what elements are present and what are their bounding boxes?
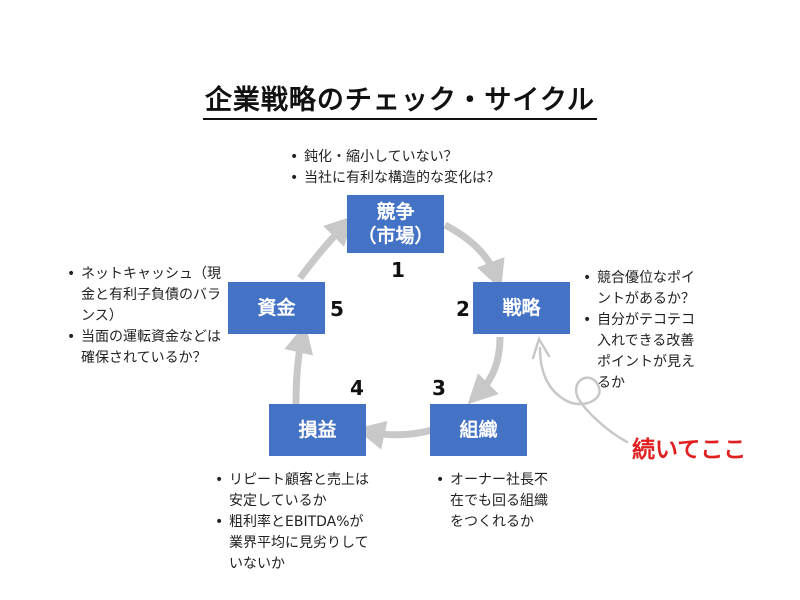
box-strategy: 戦略 xyxy=(473,282,570,334)
note-item: 粗利率とEBITDA%が業界平均に見劣りしていないか xyxy=(215,512,375,575)
box-competition-sublabel: （市場） xyxy=(357,225,434,247)
box-funds-label: 資金 xyxy=(257,297,296,319)
arrow-competition-to-strategy xyxy=(443,221,505,290)
step-number-5: 5 xyxy=(330,297,344,321)
note-item: リピート顧客と売上は安定しているか xyxy=(215,470,375,512)
diagram-title-text: 企業戦略のチェック・サイクル xyxy=(202,85,598,120)
note-item: 鈍化・縮小していない？ xyxy=(290,147,550,168)
note-item: 当面の運転資金などは確保されているか？ xyxy=(67,327,227,369)
box-strategy-label: 戦略 xyxy=(502,297,541,319)
note-item: 自分がテコテコ入れできる改善ポイントが見えるか xyxy=(583,310,703,394)
box-organization-label: 組織 xyxy=(459,419,498,441)
step-number-2: 2 xyxy=(456,297,470,321)
pointer-arrowhead xyxy=(531,335,551,360)
notes-profit-loss: リピート顧客と売上は安定しているか 粗利率とEBITDA%が業界平均に見劣りして… xyxy=(215,470,375,575)
note-item: 当社に有利な構造的な変化は？ xyxy=(290,168,550,189)
arrow-funds-to-competition xyxy=(297,215,355,281)
box-profit-loss-label: 損益 xyxy=(298,419,337,441)
diagram-title: 企業戦略のチェック・サイクル xyxy=(0,78,800,120)
notes-organization: オーナー社長不在でも回る組織をつくれるか xyxy=(436,470,561,533)
box-profit-loss: 損益 xyxy=(269,404,366,456)
note-item: オーナー社長不在でも回る組織をつくれるか xyxy=(436,470,561,533)
step-number-1: 1 xyxy=(391,258,405,282)
note-item: 競合優位なポイントがあるか？ xyxy=(583,268,703,310)
note-item: ネットキャッシュ（現金と有利子負債のバランス） xyxy=(67,264,227,327)
continue-label: 続いてここ xyxy=(632,437,747,463)
box-organization: 組織 xyxy=(430,404,527,456)
step-number-3: 3 xyxy=(432,376,446,400)
notes-competition: 鈍化・縮小していない？ 当社に有利な構造的な変化は？ xyxy=(290,147,550,189)
arrow-strategy-to-organization xyxy=(467,336,504,405)
box-competition: 競争 （市場） xyxy=(347,195,444,253)
arrow-organization-to-profit-loss xyxy=(355,420,433,450)
notes-strategy: 競合優位なポイントがあるか？ 自分がテコテコ入れできる改善ポイントが見えるか xyxy=(583,268,703,394)
notes-funds: ネットキャッシュ（現金と有利子負債のバランス） 当面の運転資金などは確保されてい… xyxy=(67,264,227,369)
step-number-4: 4 xyxy=(350,376,364,400)
box-funds: 資金 xyxy=(228,282,325,334)
arrow-profit-loss-to-funds xyxy=(284,323,314,405)
box-competition-label: 競争 xyxy=(376,201,415,223)
